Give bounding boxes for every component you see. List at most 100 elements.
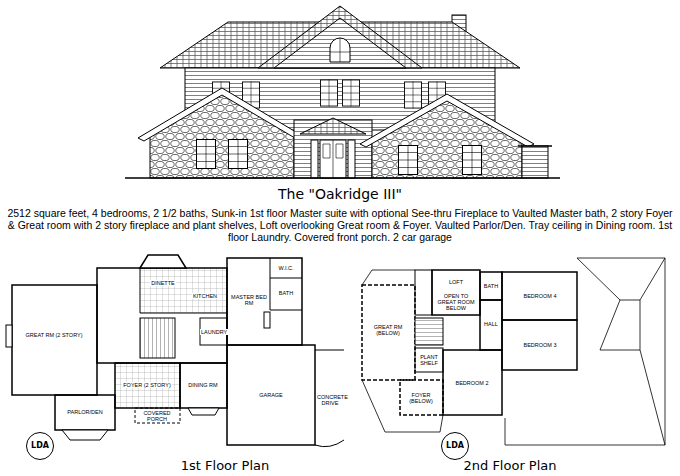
room-label: LAUNDRY: [200, 329, 228, 335]
room-label: BATH: [483, 283, 499, 289]
plan-description: 2512 square feet, 4 bedrooms, 2 1/2 bath…: [6, 207, 673, 243]
stairs: [140, 318, 175, 358]
label-box: BATH: [481, 283, 501, 289]
label-box: BEDROOM 3: [510, 342, 570, 348]
bath-wall: [480, 272, 502, 300]
sidelight: [311, 140, 318, 178]
tile-floor: [115, 363, 180, 408]
great-room-wall: [12, 285, 97, 395]
window: [342, 80, 360, 107]
label-box: GREAT RM (BELOW): [364, 324, 412, 336]
window: [462, 145, 482, 175]
label-box: BEDROOM 2: [445, 380, 499, 386]
foyer-open: [400, 380, 443, 415]
plan-heading: 1st Floor Plan: [180, 458, 270, 473]
window: [228, 139, 248, 169]
first-floor-plan: [6, 255, 344, 447]
garage-roof-lines: [505, 258, 665, 445]
room-label: DINING RM: [187, 382, 218, 388]
porch-outline: [135, 408, 180, 423]
sidelight: [348, 140, 355, 178]
label-box: DINING RM: [182, 382, 224, 388]
room-label: HALL: [483, 321, 499, 327]
bedroom-wall: [443, 350, 502, 415]
master-suite-wall: [227, 258, 302, 345]
label-box: FOYER (BELOW): [401, 392, 441, 404]
label-box: GARAGE: [251, 392, 291, 398]
house-elevation: [125, 6, 560, 178]
open-to-below: [362, 285, 415, 380]
right-gable-roof: [360, 94, 534, 147]
window: [196, 139, 216, 169]
kitchen-wall: [140, 268, 227, 313]
room-label: OPEN TO GREAT ROOM BELOW: [436, 293, 475, 311]
room-label: BATH: [278, 290, 294, 296]
stairs: [415, 318, 443, 345]
hall-wall: [480, 300, 502, 350]
label-box: W.I.C.: [272, 265, 300, 271]
tile-floor: [140, 268, 227, 313]
room-label: BEDROOM 2: [454, 380, 489, 386]
left-stone-gable: [150, 94, 294, 178]
label-box: 2nd Floor Plan: [440, 459, 580, 473]
label-box: COVERED PORCH: [135, 410, 179, 422]
dining-wall: [180, 363, 227, 408]
room-label: KITCHEN: [192, 293, 218, 299]
foyer-wall: [115, 363, 180, 408]
room-label: GREAT RM (2 STORY): [24, 332, 83, 338]
caption-box: 2512 square feet, 4 bedrooms, 2 1/2 bath…: [6, 207, 674, 243]
center-gable-roof: [258, 6, 422, 68]
parlor-wall: [55, 395, 115, 430]
window: [398, 145, 418, 175]
title-box: The "Oakridge III": [140, 187, 540, 202]
label-box: HALL: [481, 321, 501, 327]
room-label: COVERED PORCH: [142, 410, 171, 422]
label-box: GREAT RM (2 STORY): [24, 332, 84, 338]
room-label: DINETTE: [150, 280, 176, 286]
label-box: DINETTE: [148, 280, 178, 286]
label-box: MASTER BED RM: [229, 294, 269, 306]
label-box: PLANT SHELF: [416, 354, 442, 366]
plan-heading: 2nd Floor Plan: [462, 458, 557, 473]
bedroom-wall: [502, 272, 577, 320]
room-label: W.I.C.: [278, 265, 295, 271]
room-label: PARLOR/DEN: [66, 409, 103, 415]
dining-bay: [188, 408, 219, 415]
label-box: BEDROOM 4: [510, 293, 570, 299]
room-label: FOYER (2 STORY): [122, 382, 171, 388]
right-stone-gable: [372, 100, 522, 178]
window: [320, 80, 338, 107]
loft-rail: [415, 270, 432, 315]
side-wing-roof: [518, 145, 552, 147]
second-floor-plan: [362, 258, 665, 445]
bedroom-wall: [502, 320, 577, 370]
label-box: 1st Floor Plan: [155, 459, 295, 473]
room-label: BEDROOM 4: [522, 293, 557, 299]
label-box: BATH: [272, 290, 300, 296]
label-box: LOFT: [436, 279, 476, 285]
parlor-bay: [62, 430, 108, 440]
logo-text: LDA: [446, 442, 464, 450]
ground-line: [125, 177, 560, 179]
logo-badge: LDA: [441, 432, 469, 460]
logo-badge: LDA: [26, 432, 54, 460]
loft-wall: [432, 270, 480, 315]
center-gable-wall: [274, 18, 406, 68]
see-thru-fireplace: [264, 312, 270, 328]
label-box: FOYER (2 STORY): [118, 382, 176, 388]
room-label: FOYER (BELOW): [408, 392, 434, 404]
label-box: OPEN TO GREAT ROOM BELOW: [434, 293, 478, 311]
side-wing: [522, 146, 548, 178]
room-label: GREAT RM (BELOW): [373, 324, 404, 336]
room-label: GARAGE: [258, 392, 284, 398]
room-label: PLANT SHELF: [419, 354, 439, 366]
logo-text: LDA: [31, 442, 49, 450]
left-gable-roof: [138, 88, 306, 141]
dinette-bay: [140, 255, 186, 268]
label-box: PARLOR/DEN: [58, 409, 112, 415]
core-wall: [97, 268, 227, 363]
door-panels: [323, 140, 343, 178]
room-label: LOFT: [448, 279, 464, 285]
room-label: BEDROOM 3: [522, 342, 557, 348]
